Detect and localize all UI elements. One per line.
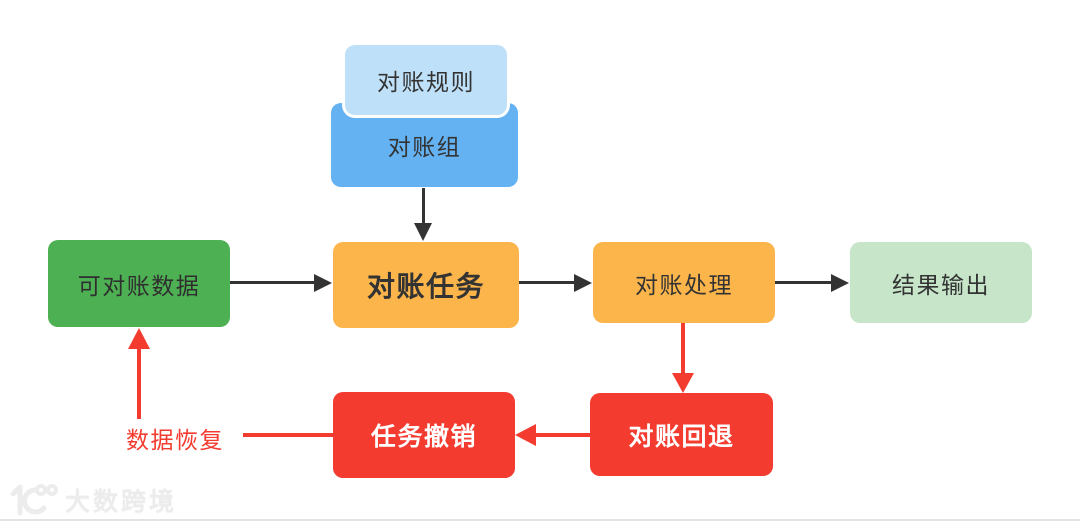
edge-rollback-to-cancel-arrowhead-icon bbox=[515, 424, 536, 446]
node-reconciliation-rollback: 对账回退 bbox=[590, 393, 773, 476]
node-label: 结果输出 bbox=[892, 271, 990, 298]
edge-rollback-to-cancel-line bbox=[534, 433, 590, 437]
edge-recover-to-source-line bbox=[137, 349, 141, 419]
node-label: 对账回退 bbox=[628, 422, 735, 451]
bottom-divider bbox=[0, 519, 1080, 521]
node-label: 任务撤销 bbox=[370, 423, 477, 451]
edge-cancel-to-recover-line bbox=[243, 433, 333, 437]
node-reconciliation-rule: 对账规则 bbox=[345, 45, 507, 115]
edge-group-to-task-line bbox=[422, 188, 425, 224]
edge-process-to-rollback-arrowhead-icon bbox=[672, 373, 694, 393]
edge-process-to-output-arrowhead-icon bbox=[831, 274, 849, 292]
label-data-recovery: 数据恢复 bbox=[126, 427, 224, 453]
edge-source-to-task-arrowhead-icon bbox=[314, 274, 332, 292]
node-task-cancel: 任务撤销 bbox=[333, 392, 515, 478]
node-label: 对账任务 bbox=[366, 271, 485, 302]
node-label: 对账组 bbox=[387, 134, 462, 160]
edge-process-to-rollback-line bbox=[681, 323, 685, 375]
node-reconcilable-data: 可对账数据 bbox=[48, 240, 230, 327]
watermark-logo-icon bbox=[8, 482, 58, 518]
node-label: 对账处理 bbox=[635, 271, 733, 298]
node-label: 对账规则 bbox=[377, 69, 475, 95]
edge-task-to-process-line bbox=[519, 281, 576, 284]
watermark: 大数跨境 bbox=[8, 482, 177, 518]
node-reconciliation-task: 对账任务 bbox=[333, 242, 519, 328]
edge-group-to-task-arrowhead-icon bbox=[414, 223, 432, 241]
node-reconciliation-process: 对账处理 bbox=[593, 242, 775, 323]
watermark-text: 大数跨境 bbox=[65, 488, 178, 516]
edge-recover-to-source-arrowhead-icon bbox=[128, 328, 150, 349]
edge-source-to-task-line bbox=[230, 281, 316, 284]
node-reconciliation-group: 对账组 bbox=[331, 103, 518, 187]
edge-task-to-process-arrowhead-icon bbox=[574, 274, 592, 292]
edge-process-to-output-line bbox=[775, 281, 833, 284]
node-result-output: 结果输出 bbox=[850, 242, 1032, 323]
node-label: 可对账数据 bbox=[77, 272, 201, 299]
